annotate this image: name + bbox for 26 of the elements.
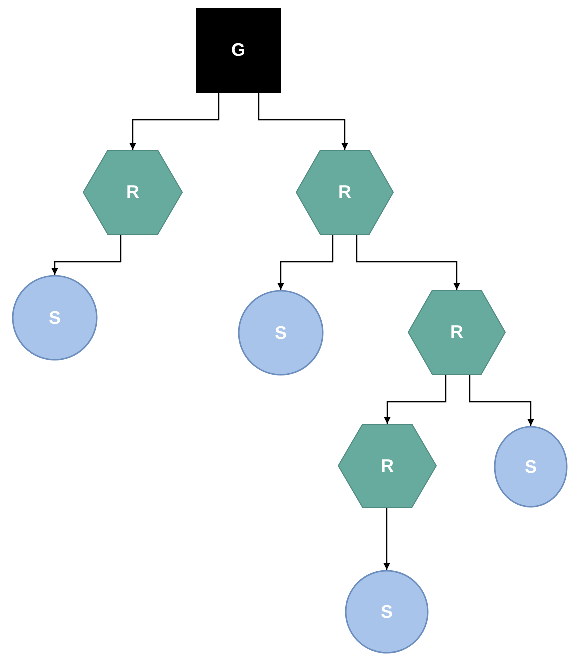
arrow — [258, 93, 348, 150]
circle-node — [12, 275, 98, 361]
node-label: R — [450, 322, 464, 343]
node-label: R — [126, 182, 140, 203]
arrow — [384, 375, 447, 424]
square-node — [196, 8, 281, 93]
hexagon-node — [83, 150, 183, 235]
node-label: S — [380, 602, 393, 622]
hexagon-node — [296, 150, 394, 235]
arrow — [52, 235, 122, 275]
hexagon-node — [338, 424, 437, 508]
circle-node — [494, 426, 568, 508]
arrow — [356, 235, 460, 290]
node-label: R — [381, 456, 394, 476]
circle-node — [345, 570, 429, 654]
arrow — [130, 93, 220, 150]
node-label: S — [48, 308, 61, 328]
node-label: S — [274, 322, 287, 344]
node-label: R — [338, 182, 352, 203]
arrow — [384, 508, 390, 570]
circle-node — [238, 290, 324, 376]
hexagon-node — [408, 290, 506, 375]
node-label: S — [524, 456, 537, 478]
arrow — [278, 235, 334, 290]
arrow — [469, 375, 534, 426]
node-label: G — [231, 40, 246, 61]
